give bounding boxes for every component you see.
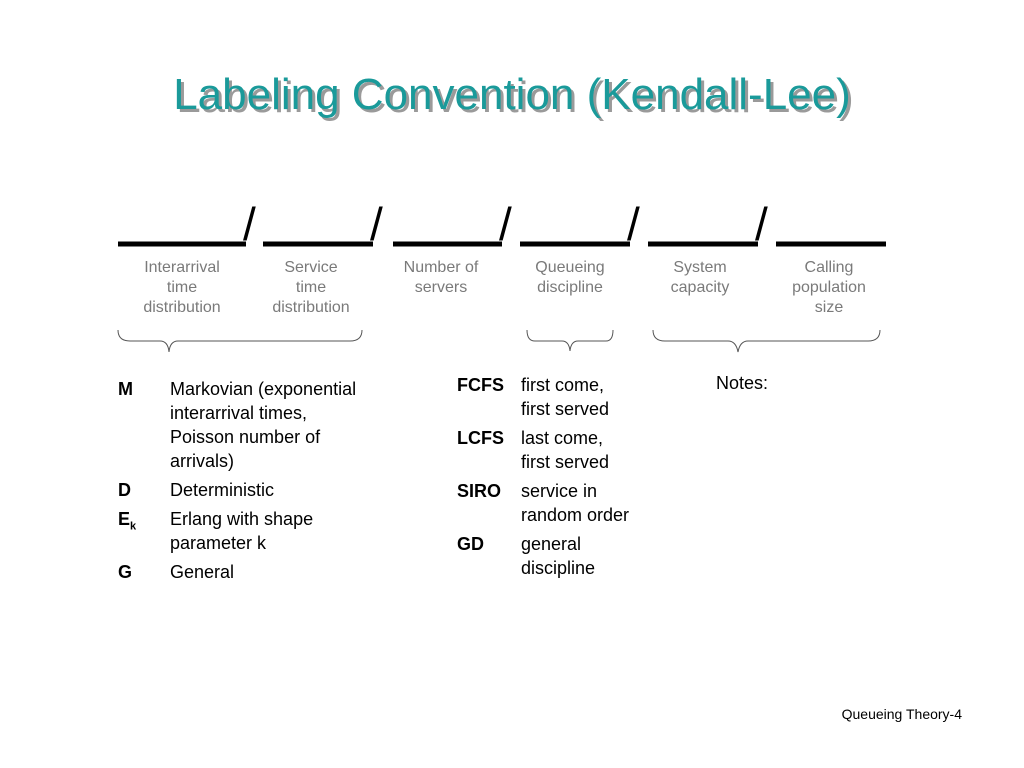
list-item: LCFS last come, first served	[457, 426, 629, 474]
slash-3: /	[499, 198, 512, 250]
brace-capacity-population	[652, 329, 881, 353]
field-label-discipline: Queueing discipline	[535, 259, 605, 296]
list-item: GD general discipline	[457, 532, 629, 580]
field-label-population: Calling population size	[792, 259, 866, 316]
list-item: SIRO service in random order	[457, 479, 629, 527]
notes-label: Notes:	[716, 373, 769, 393]
code-desc: General	[170, 562, 235, 582]
brace-arrival-service	[117, 329, 363, 353]
list-item: FCFS first come, first served	[457, 373, 629, 421]
code-siro: SIRO	[457, 481, 502, 501]
slide-title: Labeling Convention (Kendall-Lee)	[173, 70, 851, 119]
slide-footer: Queueing Theory-4	[841, 706, 962, 722]
code-desc: first come, first served	[521, 375, 610, 419]
slash-5: /	[755, 198, 768, 250]
code-gd: GD	[457, 534, 484, 554]
discipline-code-list: FCFS first come, first served LCFS last …	[457, 373, 629, 585]
arrival-code-list: M Markovian (exponential interarrival ti…	[118, 377, 356, 589]
code-desc: Markovian (exponential interarrival time…	[170, 379, 357, 471]
code-desc: Deterministic	[170, 480, 275, 500]
code-desc: last come, first served	[521, 428, 610, 472]
field-label-service: Service time distribution	[272, 259, 350, 316]
field-label-interarrival: Interarrival time distribution	[143, 259, 221, 316]
code-desc: Erlang with shape parameter k	[170, 509, 314, 553]
slash-4: /	[627, 198, 640, 250]
code-g: G	[118, 562, 133, 582]
field-label-servers: Number of servers	[403, 259, 479, 296]
field-label-capacity: System capacity	[670, 259, 730, 296]
brace-discipline	[526, 329, 614, 352]
slash-1: /	[243, 198, 256, 250]
list-item: G General	[118, 560, 356, 584]
code-m: M	[118, 379, 133, 399]
code-d: D	[118, 480, 131, 500]
code-lcfs: LCFS	[457, 428, 504, 448]
slash-2: /	[370, 198, 383, 250]
code-fcfs: FCFS	[457, 375, 504, 395]
code-desc: service in random order	[521, 481, 630, 525]
list-item: D Deterministic	[118, 478, 356, 502]
code-ek: Ek	[118, 509, 137, 533]
list-item: M Markovian (exponential interarrival ti…	[118, 377, 356, 473]
code-desc: general discipline	[521, 534, 596, 578]
list-item: Ek Erlang with shape parameter k	[118, 507, 356, 555]
